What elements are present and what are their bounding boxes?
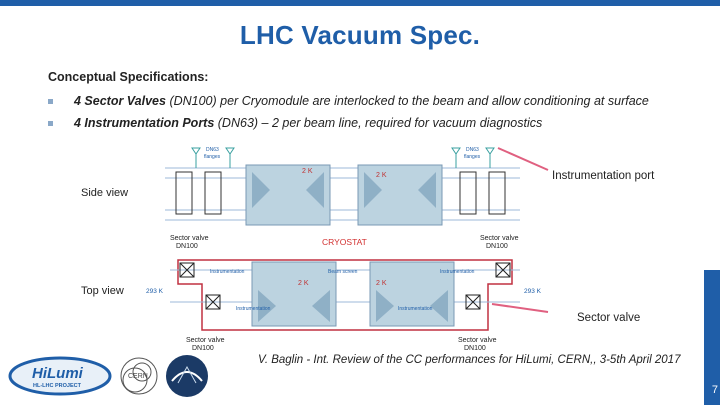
- sector-valve-dn100-label: DN100: [464, 345, 486, 352]
- sector-valve-dn100-label: DN100: [192, 345, 214, 352]
- top-view-sector-valves: [179, 262, 511, 310]
- page-number: 7: [711, 384, 718, 396]
- top-view-cryostat-outline: [177, 259, 513, 331]
- top-view-cavity-right: [369, 261, 455, 327]
- organisation-logo: [164, 353, 210, 399]
- sector-valve-callout-line: [491, 303, 549, 313]
- side-view-sector-valve-left: [175, 171, 222, 215]
- temp-293k-label: 293 K: [146, 288, 164, 295]
- dn63-flanges-label: DN63: [206, 147, 219, 153]
- sector-valve-dn100-label: DN100: [176, 243, 198, 250]
- dn63-flanges-label: DN63: [466, 147, 479, 153]
- sector-valve-dn100-label: DN100: [486, 243, 508, 250]
- dn63-flanges-label: flanges: [204, 154, 221, 160]
- bullet-bold-text: 4 Sector Valves: [74, 94, 166, 108]
- top-view-cavity-left: [251, 261, 337, 327]
- top-accent-bar: [0, 0, 720, 6]
- temp-2k-label: 2 K: [302, 168, 313, 175]
- top-view-label: Top view: [81, 285, 124, 297]
- sector-valve-dn100-label: Sector valve: [480, 235, 519, 242]
- dn63-flanges-label: flanges: [464, 154, 481, 160]
- bullet-square-icon: [48, 120, 53, 126]
- slide-title: LHC Vacuum Spec.: [239, 20, 481, 50]
- bullet-item: 4 Instrumentation Ports (DN63) – 2 per b…: [48, 116, 542, 130]
- instrumentation-callout-line: [497, 147, 549, 171]
- temp-293k-label: 293 K: [524, 288, 542, 295]
- cern-logo: CERN: [118, 355, 160, 397]
- instrumentation-label: Instrumentation: [236, 306, 271, 312]
- instrumentation-label: Instrumentation: [440, 269, 475, 275]
- credit-line: V. Baglin - Int. Review of the CC perfor…: [258, 354, 681, 366]
- instrumentation-port-label: Instrumentation port: [552, 170, 655, 182]
- slide-subtitle: Conceptual Specifications:: [48, 70, 209, 84]
- svg-text:HL-LHC PROJECT: HL-LHC PROJECT: [33, 383, 82, 389]
- sector-valve-callout-label: Sector valve: [577, 312, 640, 324]
- temp-2k-label: 2 K: [376, 172, 387, 179]
- bullet-item: 4 Sector Valves (DN100) per Cryomodule a…: [48, 94, 649, 108]
- dn63-flange-left: [191, 147, 235, 168]
- svg-text:CERN: CERN: [128, 373, 148, 380]
- side-view-cavity-left: [245, 164, 331, 226]
- cryostat-label: CRYOSTAT: [322, 237, 367, 247]
- hilumi-logo: HiLumi HL-LHC PROJECT: [8, 355, 113, 397]
- top-view-beamlines: [170, 269, 520, 303]
- sector-valve-dn100-label: Sector valve: [458, 337, 497, 344]
- svg-text:HiLumi: HiLumi: [32, 365, 84, 382]
- bullet-text: (DN100) per Cryomodule are interlocked t…: [165, 94, 649, 108]
- side-view-cavity-right: [357, 164, 443, 226]
- side-view-sector-valve-right: [459, 171, 506, 215]
- temp-2k-label: 2 K: [376, 280, 387, 287]
- right-accent-bar: [704, 270, 720, 405]
- sector-valve-dn100-label: Sector valve: [186, 337, 225, 344]
- bullet-bold-text: 4 Instrumentation Ports: [74, 116, 215, 130]
- instrumentation-label: Instrumentation: [210, 269, 245, 275]
- temp-2k-label: 2 K: [298, 280, 309, 287]
- instrumentation-label: Instrumentation: [398, 306, 433, 312]
- bullet-text: (DN63) – 2 per beam line, required for v…: [214, 116, 543, 130]
- bullet-square-icon: [48, 98, 53, 104]
- side-view-beamlines: [165, 167, 520, 221]
- beam-screen-label: Beam screen: [328, 269, 358, 275]
- side-view-label: Side view: [81, 187, 128, 199]
- sector-valve-dn100-label: Sector valve: [170, 235, 209, 242]
- dn63-flange-right: [451, 147, 495, 168]
